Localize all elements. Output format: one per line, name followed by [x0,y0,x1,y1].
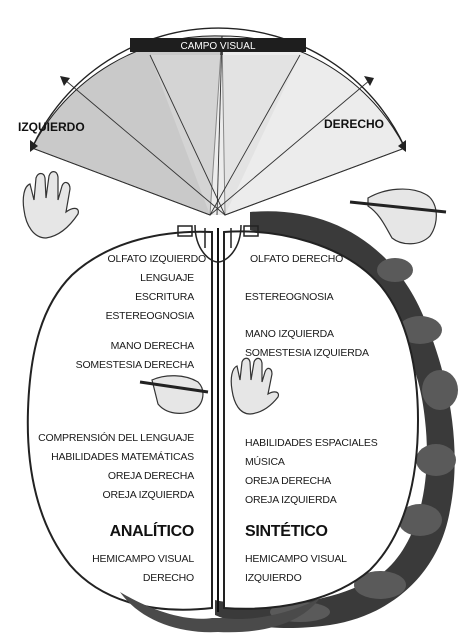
left-lower-label: OREJA DERECHA [108,470,194,482]
right-motor-label: MANO IZQUIERDA [245,328,334,340]
visual-field: CAMPO VISUAL IZQUIERDO DERECHO [18,28,406,215]
left-function-label: LENGUAJE [140,272,194,284]
visual-field-title: CAMPO VISUAL [180,41,255,52]
left-hemifield-label: HEMICAMPO VISUAL [92,553,194,565]
right-lower-label: HABILIDADES ESPACIALES [245,437,378,449]
right-hemifield-label: IZQUIERDO [245,572,302,584]
left-function-label: ESTEREOGNOSIA [106,310,195,322]
left-hemifield-label: DERECHO [143,572,194,584]
right-function-label: ESTEREOGNOSIA [245,291,334,303]
brain [28,211,458,632]
left-field-label: IZQUIERDO [18,120,85,134]
right-motor-label: SOMESTESIA IZQUIERDA [245,347,369,359]
left-lower-label: HABILIDADES MATEMÁTICAS [51,450,194,463]
right-hand-pencil-icon [350,189,446,244]
left-function-label: OLFATO IZQUIERDO [107,253,206,265]
left-hand-icon [23,172,78,238]
right-lower-label: OREJA DERECHA [245,475,331,487]
right-lower-label: OREJA IZQUIERDA [245,494,337,506]
left-motor-label: SOMESTESIA DERECHA [76,359,195,371]
left-lower-label: OREJA IZQUIERDA [102,489,194,501]
right-function-label: OLFATO DERECHO [250,253,343,265]
right-field-label: DERECHO [324,117,384,131]
right-hemifield-label: HEMICAMPO VISUAL [245,553,347,565]
right-lower-label: MÚSICA [245,455,285,468]
left-motor-label: MANO DERECHA [111,340,195,352]
left-function-label: ESCRITURA [135,291,194,303]
right-style-label: SINTÉTICO [245,521,328,540]
left-style-label: ANALÍTICO [110,521,194,540]
left-lower-label: COMPRENSIÓN DEL LENGUAJE [38,431,194,444]
